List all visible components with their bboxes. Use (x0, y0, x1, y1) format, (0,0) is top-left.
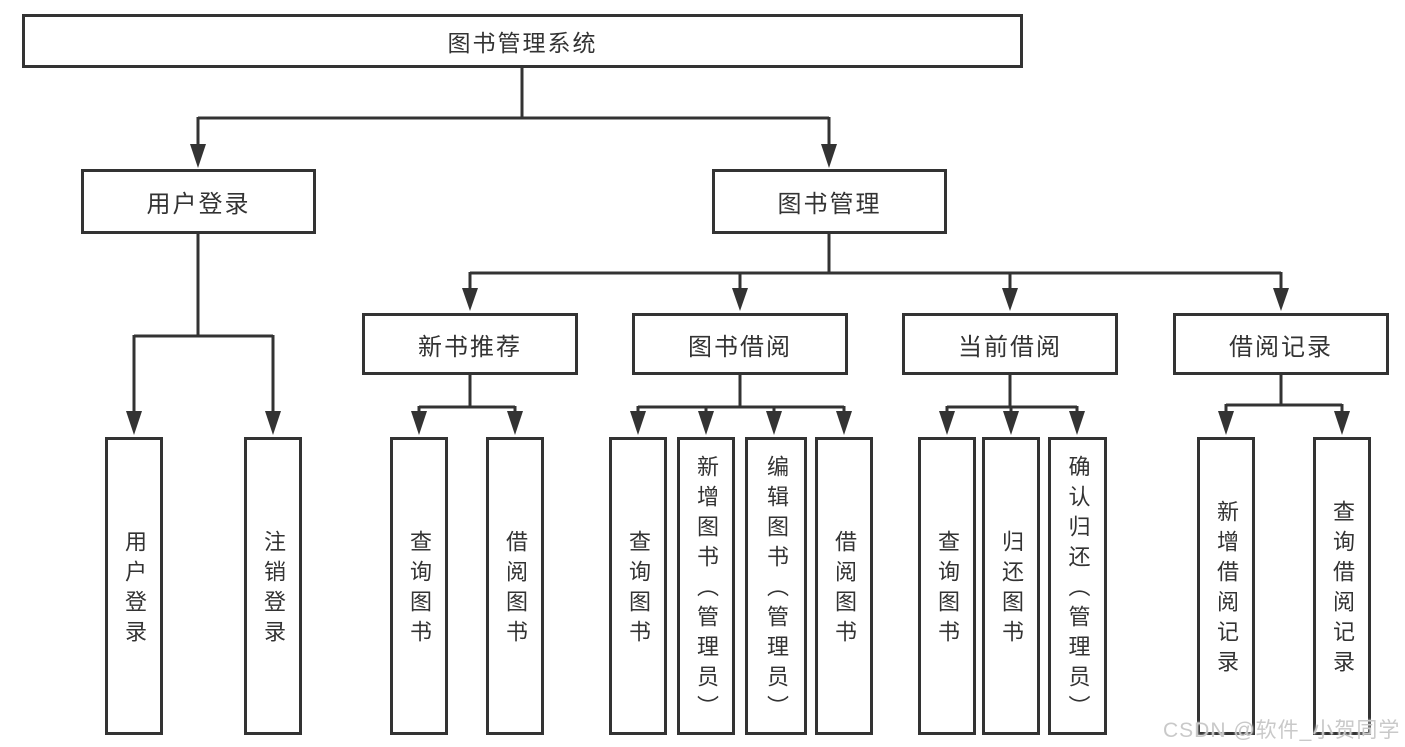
leaf-return-books: 归还图书 (982, 437, 1040, 735)
node-book-management-label: 图书管理 (777, 191, 882, 218)
leaf-return-books-label: 归还图书 (999, 530, 1024, 650)
node-borrow-record: 借阅记录 (1173, 313, 1389, 375)
leaf-edit-books-admin-label: 编辑图书（管理员） (764, 455, 789, 725)
node-current-borrow-label: 当前借阅 (958, 333, 1062, 361)
leaf-query-books-recommend: 查询图书 (390, 437, 448, 735)
leaf-query-books-current: 查询图书 (918, 437, 976, 735)
leaf-add-borrow-record: 新增借阅记录 (1197, 437, 1255, 735)
leaf-confirm-return-admin: 确认归还（管理员） (1048, 437, 1107, 735)
leaf-user-login: 用户登录 (105, 437, 163, 735)
leaf-confirm-return-admin-label: 确认归还（管理员） (1065, 455, 1091, 725)
csdn-watermark: CSDN @软件_小贺同学 (1163, 719, 1401, 742)
node-user-login-label: 用户登录 (146, 191, 251, 218)
node-book-borrow-label: 图书借阅 (688, 333, 792, 361)
node-new-book-recommend: 新书推荐 (362, 313, 578, 375)
leaf-query-books-current-label: 查询图书 (935, 530, 960, 650)
leaf-add-books-admin: 新增图书（管理员） (677, 437, 735, 735)
node-current-borrow: 当前借阅 (902, 313, 1118, 375)
leaf-query-books-borrow-label: 查询图书 (626, 530, 651, 650)
leaf-add-books-admin-label: 新增图书（管理员） (694, 455, 719, 725)
leaf-borrow-books-recommend-label: 借阅图书 (503, 530, 528, 650)
leaf-edit-books-admin: 编辑图书（管理员） (745, 437, 807, 735)
leaf-user-login-label: 用户登录 (122, 530, 147, 650)
leaf-query-borrow-record-label: 查询借阅记录 (1330, 500, 1355, 680)
leaf-query-books-borrow: 查询图书 (609, 437, 667, 735)
leaf-borrow-books-recommend: 借阅图书 (486, 437, 544, 735)
leaf-borrow-books: 借阅图书 (815, 437, 873, 735)
node-book-management: 图书管理 (712, 169, 947, 234)
node-user-login: 用户登录 (81, 169, 316, 234)
node-root: 图书管理系统 (22, 14, 1023, 68)
node-root-label: 图书管理系统 (447, 30, 598, 56)
leaf-query-books-recommend-label: 查询图书 (407, 530, 432, 650)
leaf-query-borrow-record: 查询借阅记录 (1313, 437, 1371, 735)
node-book-borrow: 图书借阅 (632, 313, 848, 375)
leaf-borrow-books-label: 借阅图书 (832, 530, 857, 650)
node-borrow-record-label: 借阅记录 (1229, 333, 1333, 361)
leaf-logout-label: 注销登录 (261, 530, 286, 650)
leaf-logout: 注销登录 (244, 437, 302, 735)
leaf-add-borrow-record-label: 新增借阅记录 (1214, 500, 1239, 680)
node-new-book-recommend-label: 新书推荐 (418, 333, 522, 361)
